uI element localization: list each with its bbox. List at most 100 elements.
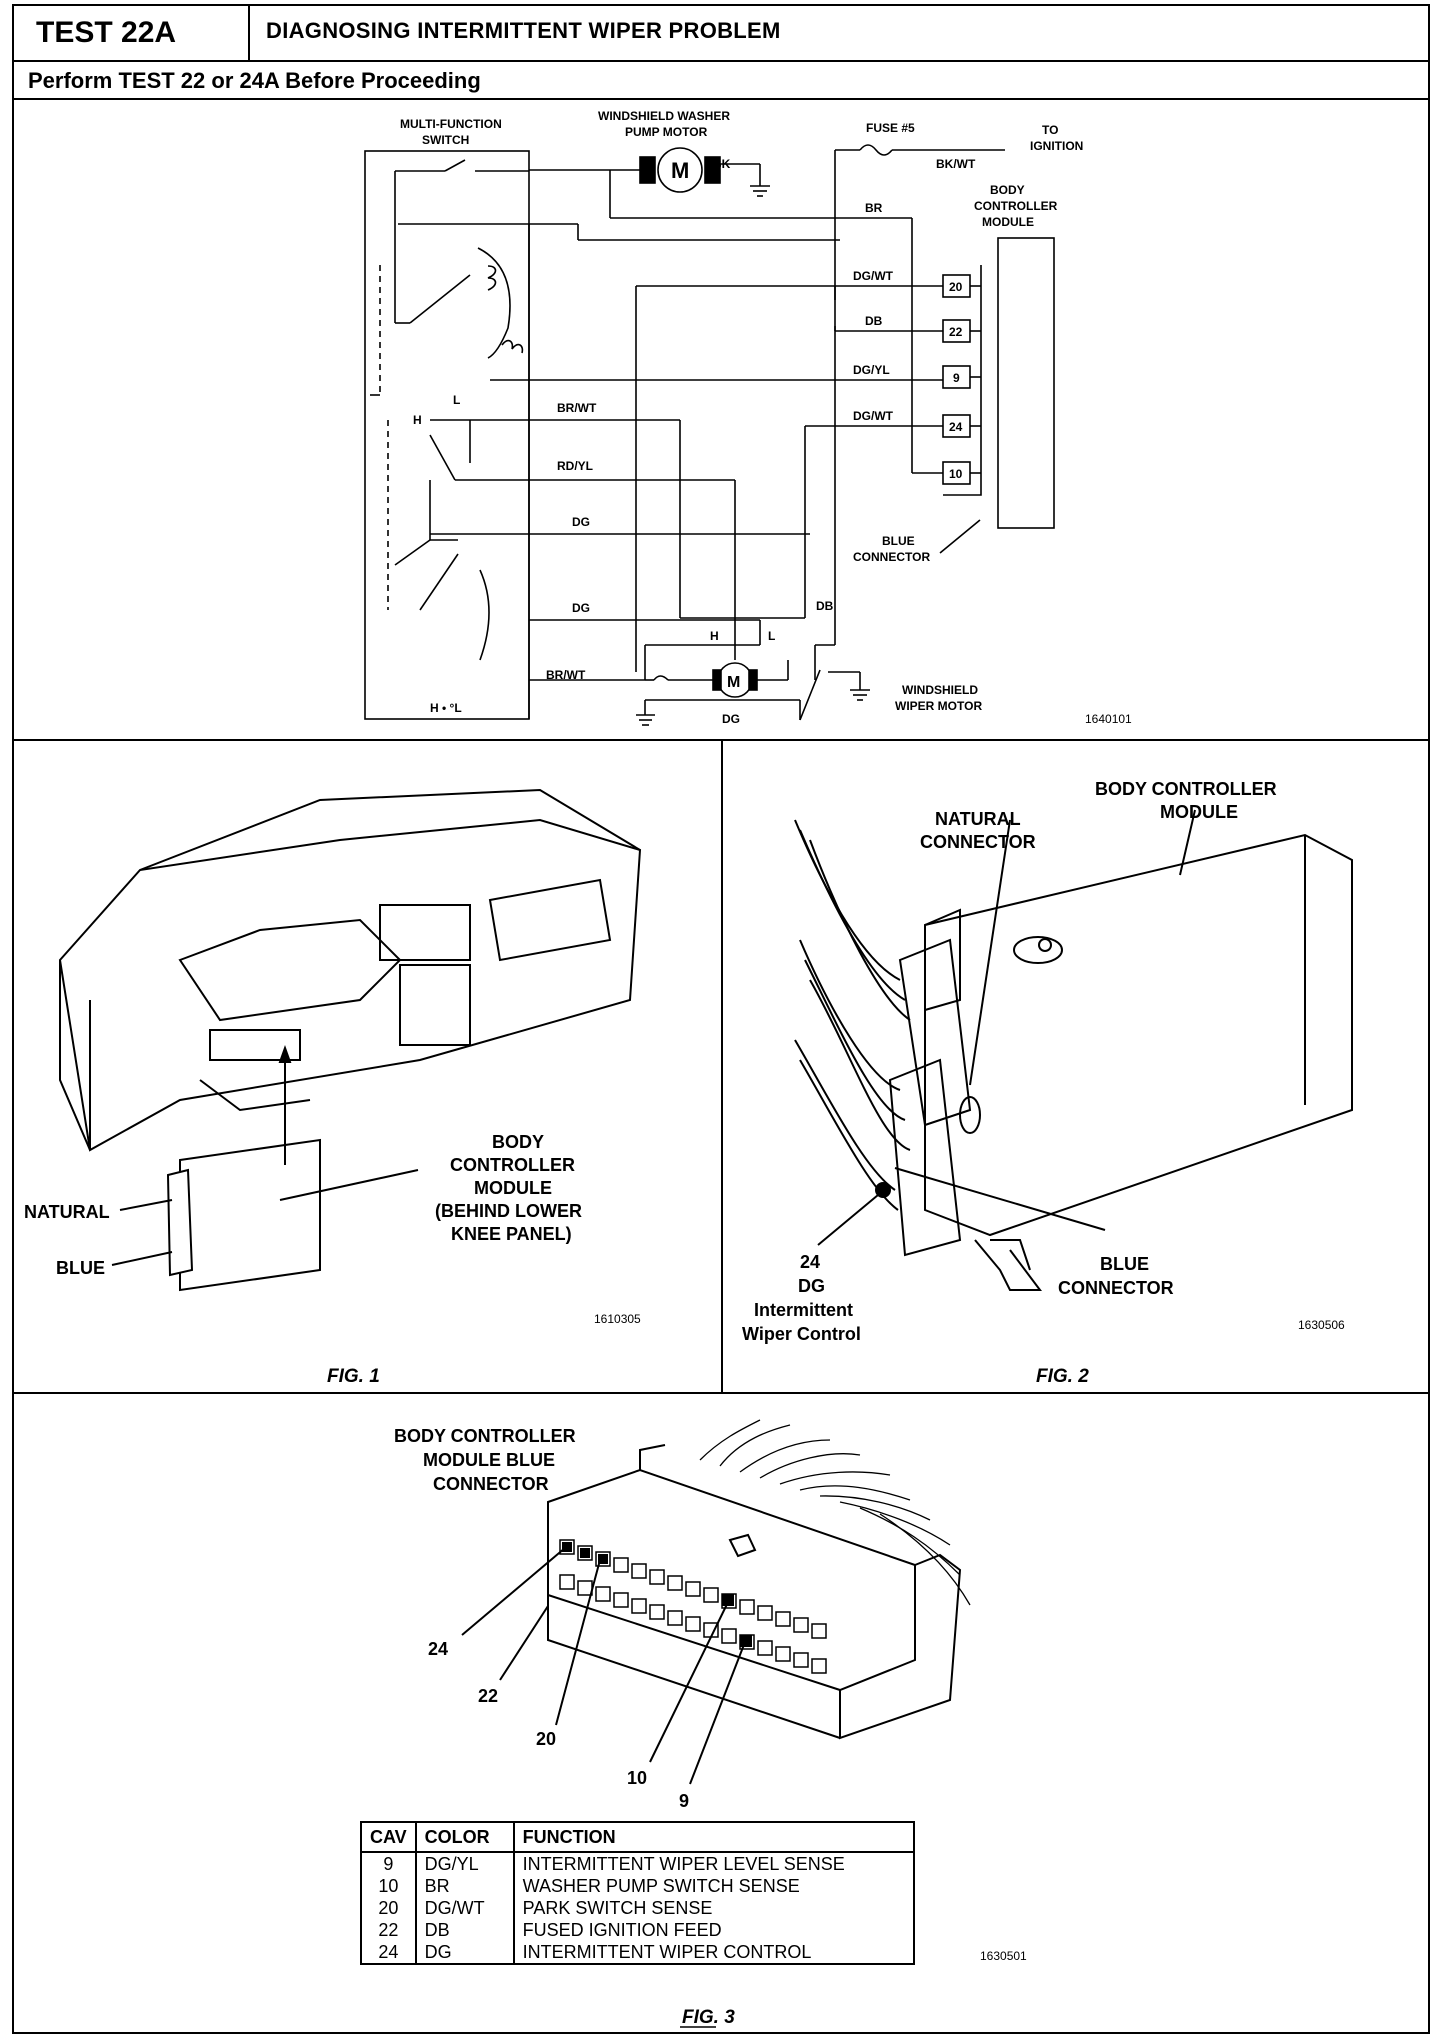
fig1-bcm-1: BODY <box>492 1132 544 1152</box>
fig2-pin-4: Wiper Control <box>742 1324 861 1344</box>
switch-hl-bottom: H • °L <box>430 701 462 715</box>
schematic-code: 1640101 <box>1085 712 1132 726</box>
table-header-row: CAV COLOR FUNCTION <box>360 1821 915 1853</box>
fig3-caption: FIG. 3 <box>682 2007 735 2028</box>
wire-brwt-2: BR/WT <box>546 668 586 682</box>
page-title: DIAGNOSING INTERMITTENT WIPER PROBLEM <box>266 18 781 43</box>
fig2-blue-2: CONNECTOR <box>1058 1278 1174 1298</box>
wiper-h: H <box>710 629 719 643</box>
col-color: COLOR <box>414 1821 515 1853</box>
wire-db: DB <box>865 314 883 328</box>
fig2-blue-connector <box>888 1058 962 1257</box>
table-row: 20 DG/WT PARK SWITCH SENSE <box>360 1897 915 1919</box>
fig2-blue-1: BLUE <box>1100 1254 1149 1274</box>
washer-label-2: PUMP MOTOR <box>625 125 708 139</box>
bcm-label-2: CONTROLLER <box>974 199 1058 213</box>
fig1-bcm-4: (BEHIND LOWER <box>435 1201 582 1221</box>
fig3-title-2: MODULE BLUE <box>423 1450 555 1470</box>
prerequisite-note: Perform TEST 22 or 24A Before Proceeding <box>14 60 1428 100</box>
color-cell: BR <box>414 1875 515 1897</box>
function-cell: FUSED IGNITION FEED <box>512 1919 915 1941</box>
pin-9: 9 <box>953 371 960 385</box>
wire-rdyl: RD/YL <box>557 459 593 473</box>
fig2-bcm-illustration <box>794 809 1353 1291</box>
header-bar: TEST 22A DIAGNOSING INTERMITTENT WIPER P… <box>14 6 1428 62</box>
pin-22: 22 <box>949 325 963 339</box>
wire-bkwt: BK/WT <box>936 157 976 171</box>
bcm-box <box>997 237 1055 529</box>
wire-dgwt-24: DG/WT <box>853 409 894 423</box>
mfs-label-1: MULTI-FUNCTION <box>400 117 502 131</box>
fig2-pin-2: DG <box>798 1276 825 1296</box>
wire-brwt: BR/WT <box>557 401 597 415</box>
pin-24: 24 <box>949 420 963 434</box>
function-cell: PARK SWITCH SENSE <box>512 1897 915 1919</box>
wiper-l: L <box>768 629 775 643</box>
fig1-caption: FIG. 1 <box>327 1366 380 1387</box>
blue-connector-label-1: BLUE <box>882 534 915 548</box>
fig1-bcm-2: CONTROLLER <box>450 1155 575 1175</box>
blue-connector-label-2: CONNECTOR <box>853 550 930 564</box>
wiring-schematic <box>364 144 1055 726</box>
fig1-bcm-3: MODULE <box>474 1178 552 1198</box>
color-cell: DG/YL <box>414 1852 515 1875</box>
fig3-code: 1630501 <box>980 1949 1027 1963</box>
switch-l: L <box>453 393 460 407</box>
wire-bk: BK <box>713 157 731 171</box>
function-cell: INTERMITTENT WIPER LEVEL SENSE <box>512 1852 915 1875</box>
mfs-label-2: SWITCH <box>422 133 469 147</box>
color-cell: DG <box>414 1941 515 1965</box>
fig3-connector-body <box>547 1468 916 1692</box>
fig1-natural-label: NATURAL <box>24 1202 110 1222</box>
cav-cell: 24 <box>360 1941 417 1965</box>
to-ignition-2: IGNITION <box>1030 139 1083 153</box>
fig2-pin-1: 24 <box>800 1252 820 1272</box>
fig3-pin-10: 10 <box>627 1768 647 1788</box>
washer-label-1: WINDSHIELD WASHER <box>598 109 730 123</box>
wire-dg-3: DG <box>722 712 740 726</box>
fig2-natural-1: NATURAL <box>935 809 1021 829</box>
fig3-labels: BODY CONTROLLER MODULE BLUE CONNECTOR 24… <box>394 1426 1027 2028</box>
table-row: 24 DG INTERMITTENT WIPER CONTROL <box>360 1941 915 1965</box>
panel-dividers <box>12 739 1430 1394</box>
col-function: FUNCTION <box>512 1821 915 1853</box>
pin-20: 20 <box>949 280 963 294</box>
table-row: 10 BR WASHER PUMP SWITCH SENSE <box>360 1875 915 1897</box>
fig2-wire-bundle <box>794 819 911 1211</box>
bcm-label-3: MODULE <box>982 215 1034 229</box>
fig3-connector-illustration <box>461 1419 971 1785</box>
multifunction-switch-box <box>364 150 530 720</box>
wire-dgyl: DG/YL <box>853 363 890 377</box>
fig3-pin-24: 24 <box>428 1639 448 1659</box>
function-cell: INTERMITTENT WIPER CONTROL <box>512 1941 915 1965</box>
wire-dg-2: DG <box>572 601 590 615</box>
fig3-pin-9: 9 <box>679 1791 689 1811</box>
wiper-motor-label-2: WIPER MOTOR <box>895 699 982 713</box>
switch-h: H <box>413 413 422 427</box>
fig1-labels: BODY CONTROLLER MODULE (BEHIND LOWER KNE… <box>24 1132 641 1387</box>
wire-dgwt: DG/WT <box>853 269 894 283</box>
table-row: 22 DB FUSED IGNITION FEED <box>360 1919 915 1941</box>
fig1-bcm-5: KNEE PANEL) <box>451 1224 572 1244</box>
fig1-connectors <box>166 1168 194 1277</box>
service-manual-page: TEST 22A DIAGNOSING INTERMITTENT WIPER P… <box>12 4 1430 2034</box>
fig1-code: 1610305 <box>594 1312 641 1326</box>
fig1-blue-label: BLUE <box>56 1258 105 1278</box>
fig3-pin-22: 22 <box>478 1686 498 1706</box>
fig3-title-1: BODY CONTROLLER <box>394 1426 576 1446</box>
wire-db-2: DB <box>816 599 834 613</box>
blue-connector-bracket <box>943 265 982 496</box>
fig1-dashboard-illustration <box>58 788 642 1292</box>
color-cell: DB <box>414 1919 515 1941</box>
fig2-code: 1630506 <box>1298 1318 1345 1332</box>
to-ignition-1: TO <box>1042 123 1058 137</box>
cav-cell: 20 <box>360 1897 417 1919</box>
bcm-label-1: BODY <box>990 183 1025 197</box>
function-cell: WASHER PUMP SWITCH SENSE <box>512 1875 915 1897</box>
fig1-bcm-module <box>179 1138 321 1292</box>
cav-cell: 22 <box>360 1919 417 1941</box>
wire-dg: DG <box>572 515 590 529</box>
fig3-pin-20: 20 <box>536 1729 556 1749</box>
fig2-caption: FIG. 2 <box>1036 1366 1089 1387</box>
